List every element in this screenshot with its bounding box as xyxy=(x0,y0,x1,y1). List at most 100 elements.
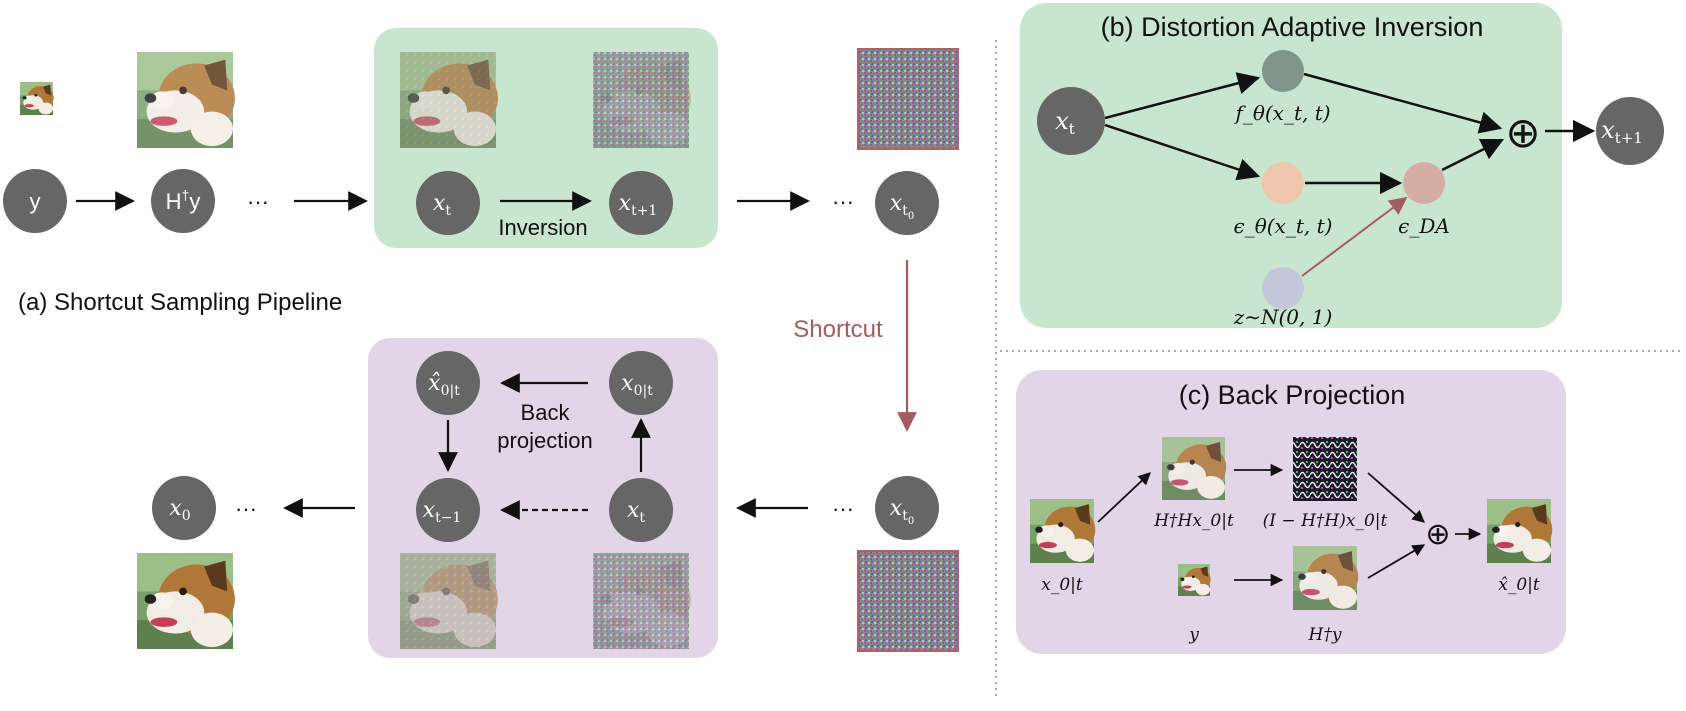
inversion-label: Inversion xyxy=(498,215,587,240)
node-xt-bottom xyxy=(609,478,673,542)
xtm1-sub: t−1 xyxy=(435,510,461,526)
bp-hty-label: H†y xyxy=(1308,625,1342,645)
xt-bottom-x: x xyxy=(627,498,640,523)
xhat-x: x̂ xyxy=(428,371,441,396)
bp-hth-label: H†Hx_0|t xyxy=(1153,511,1234,531)
node-x0t xyxy=(609,351,673,415)
xt-top-sub: t xyxy=(445,203,451,219)
xt1-top-sub: t+1 xyxy=(631,203,657,219)
noisy-dog-thumbnail xyxy=(400,553,498,649)
backproj-line1: Back xyxy=(521,400,571,425)
bp-xhat-image xyxy=(1487,499,1553,563)
ellipsis-top-1: ··· xyxy=(247,189,269,214)
ellipsis-bottom-1: ··· xyxy=(235,496,257,521)
dai-arrow-f-oplus xyxy=(1303,72,1503,134)
node-y xyxy=(3,169,67,233)
dai-arrow-z-eda xyxy=(1301,196,1408,277)
dai-f-label: f_θ(x_t, t) xyxy=(1233,101,1330,125)
node-x0t-label: x0|t xyxy=(621,371,653,399)
dai-arrow-xt-eps xyxy=(1104,123,1261,181)
node-xt-bottom-label: xt xyxy=(627,498,645,526)
dai-node-z xyxy=(1262,267,1304,309)
xt-bottom-sub: t xyxy=(639,510,645,526)
bp-hty-image xyxy=(1293,546,1359,610)
bp-arrow-ihh-oplus xyxy=(1367,472,1425,523)
ellipsis-bottom-2: ··· xyxy=(832,496,854,521)
bp-residual-image xyxy=(1293,437,1357,501)
node-xt0-top-label: xt0 xyxy=(890,191,914,222)
dog-photo-thumbnail xyxy=(20,82,54,115)
bp-xhat-label: x̂_0|t xyxy=(1498,575,1540,595)
pipeline-caption: (a) Shortcut Sampling Pipeline xyxy=(18,289,342,316)
node-hty-label: H†y xyxy=(166,187,201,214)
bp-title: (c) Back Projection xyxy=(1179,380,1406,410)
xt-top-x: x xyxy=(433,191,446,216)
node-x0 xyxy=(152,476,216,540)
xt0-bottom-sub: t xyxy=(902,508,908,524)
noise-square-thumbnail xyxy=(857,48,959,150)
x0-x: x xyxy=(169,496,182,521)
bp-oplus-icon: ⊕ xyxy=(1425,518,1450,551)
dai-xt1-sub: t+1 xyxy=(1615,129,1643,147)
dai-arrow-eda-oplus xyxy=(1441,138,1505,172)
node-y-label: y xyxy=(30,189,41,214)
node-xhat xyxy=(416,351,480,415)
node-xt1-top xyxy=(609,171,673,235)
node-xtm1-label: xt−1 xyxy=(423,498,462,526)
bp-arrow-x0t-hth xyxy=(1097,472,1151,523)
backproj-line2: projection xyxy=(497,428,592,453)
x0t-sub: 0|t xyxy=(634,383,654,399)
dai-eda-label: ϵ_DA xyxy=(1398,214,1450,238)
xt0-top-subsub: 0 xyxy=(908,211,914,222)
bp-arrow-hty-oplus xyxy=(1367,544,1426,579)
node-xt-top xyxy=(416,171,480,235)
dai-xt1-x: x xyxy=(1601,116,1615,144)
xt0-top-x: x xyxy=(890,191,903,216)
dai-title: (b) Distortion Adaptive Inversion xyxy=(1101,12,1484,42)
bp-y-label: y xyxy=(1188,625,1199,645)
dai-xt-sub: t xyxy=(1069,120,1075,138)
hty-h: H xyxy=(166,189,182,214)
bp-y-image xyxy=(1178,564,1211,596)
ellipsis-top-2: ··· xyxy=(832,189,854,214)
xt1-top-x: x xyxy=(619,191,632,216)
dai-node-eps xyxy=(1262,162,1304,204)
dog-photo-thumbnail xyxy=(137,553,235,649)
xt0-top-sub: t xyxy=(902,203,908,219)
node-xtm1 xyxy=(416,478,480,542)
node-x0-label: x0 xyxy=(169,496,190,524)
node-xt0-top xyxy=(875,171,939,235)
x0-sub: 0 xyxy=(182,508,191,524)
dai-node-xt xyxy=(1037,87,1105,155)
hty-dagger: † xyxy=(182,187,190,203)
dai-z-label: z∼N(0, 1) xyxy=(1233,305,1333,329)
node-xhat-label: x̂0|t xyxy=(428,371,460,399)
node-hty xyxy=(151,169,215,233)
noisy-dog-thumbnail xyxy=(593,52,691,148)
node-xt0-bottom xyxy=(875,476,939,540)
xtm1-x: x xyxy=(423,498,436,523)
dai-xt-label: xt xyxy=(1055,107,1075,138)
dog-photo-thumbnail xyxy=(400,52,498,148)
node-xt1-top-label: xt+1 xyxy=(619,191,658,219)
hty-y: y xyxy=(189,189,200,214)
dog-photo-thumbnail xyxy=(137,52,235,148)
node-xt-top-label: xt xyxy=(433,191,451,219)
noisy-dog-thumbnail xyxy=(593,553,691,649)
dai-eps-label: ϵ_θ(x_t, t) xyxy=(1234,214,1333,238)
oplus-icon: ⊕ xyxy=(1505,109,1540,156)
dai-node-eda xyxy=(1403,162,1445,204)
xhat-sub: 0|t xyxy=(441,383,461,399)
xt0-bottom-x: x xyxy=(890,496,903,521)
x0t-x: x xyxy=(621,371,634,396)
dai-xt-x: x xyxy=(1055,107,1069,135)
shortcut-label: Shortcut xyxy=(793,316,883,343)
dai-xt1-label: xt+1 xyxy=(1601,116,1643,147)
dai-node-f xyxy=(1262,50,1304,92)
bp-ihh-label: (I − H†H)x_0|t xyxy=(1263,511,1388,531)
xt0-bottom-subsub: 0 xyxy=(908,516,914,527)
dai-arrow-xt-f xyxy=(1104,72,1261,120)
bp-panel xyxy=(1016,370,1566,654)
